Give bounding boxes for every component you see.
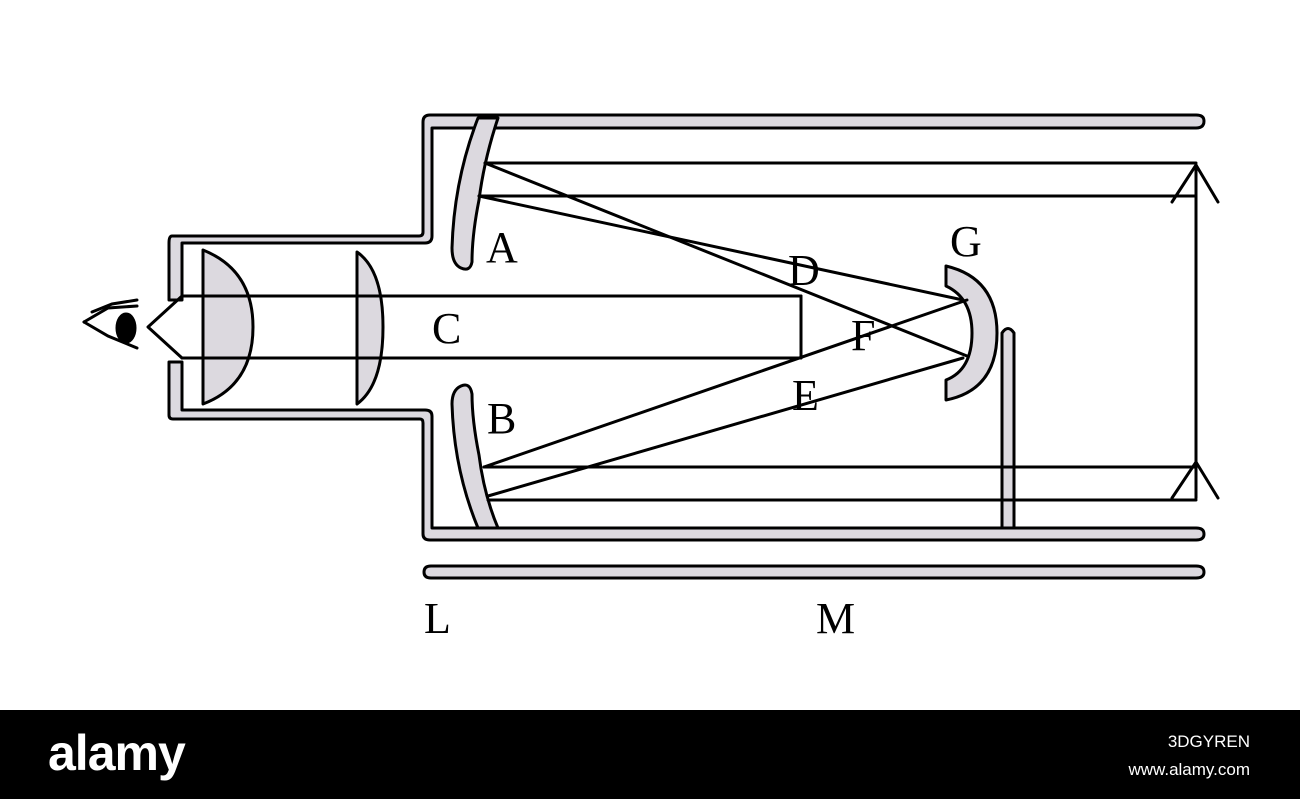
ray [482,298,969,469]
label-d: D [788,246,820,295]
tube-lower-wall [167,360,1206,542]
eye-icon [82,298,139,350]
stock-id: 3DGYREN [1167,732,1250,751]
arrow-icon [1170,162,1220,500]
ray [146,294,184,360]
label-b: B [487,394,516,443]
primary-mirror-lower [450,383,500,530]
label-a: A [486,223,518,272]
brand-logo: alamy [48,725,186,781]
ray [483,161,969,358]
ray [477,194,965,302]
label-f: F [851,311,875,360]
eyepiece-lens-1 [201,248,255,406]
label-e: E [792,371,819,420]
secondary-mirror [944,264,999,402]
stand-bar [422,564,1206,580]
label-g: G [950,217,982,266]
label-c: C [432,304,461,353]
primary-mirror-upper [450,116,500,271]
label-m: M [816,594,855,643]
label-l: L [424,594,451,643]
site-url: www.alamy.com [1128,760,1250,779]
telescope-diagram: A B C D E F G L M [82,113,1220,643]
tube-upper-wall [167,113,1206,302]
ray [486,356,965,498]
mirror-support [1000,327,1016,530]
watermark-banner: alamy 3DGYREN www.alamy.com [0,710,1300,799]
eyepiece-lens-2 [355,250,385,406]
